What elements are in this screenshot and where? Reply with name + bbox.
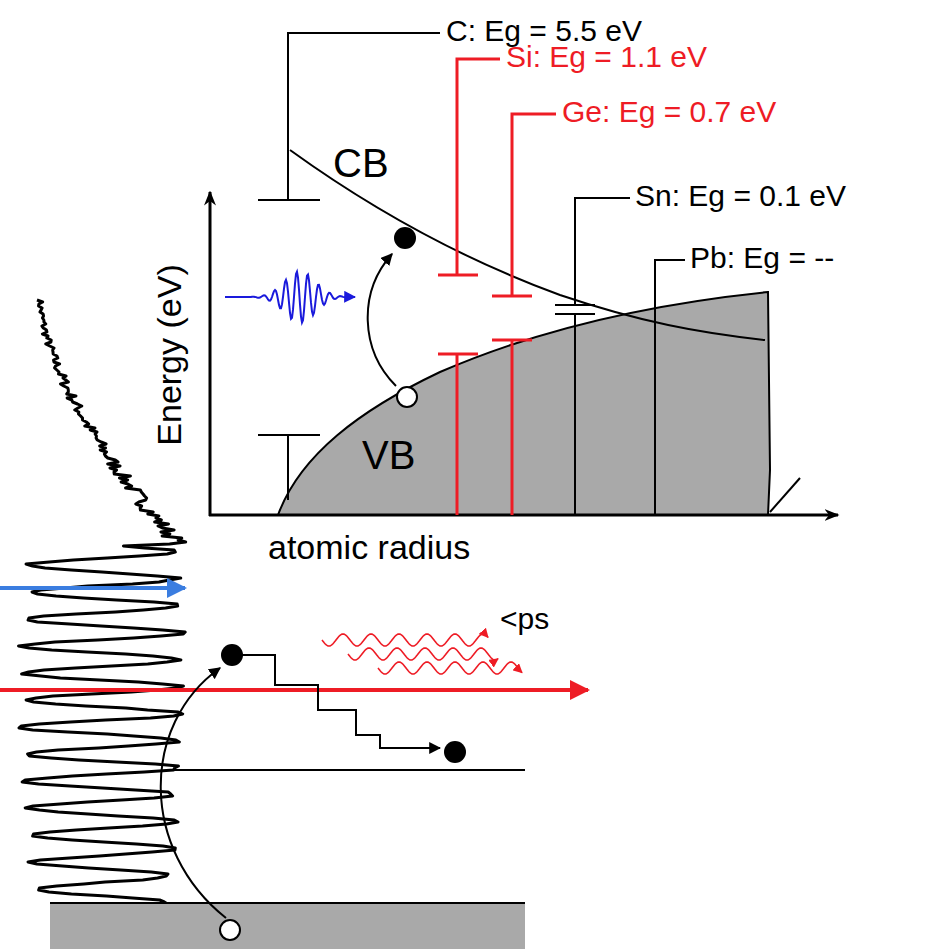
y-axis (209, 192, 212, 516)
tin-levels (555, 198, 630, 515)
phonon-emission (322, 634, 522, 674)
axis-break (770, 478, 800, 512)
band-label: VB (362, 432, 415, 478)
electron (444, 741, 466, 763)
electron (221, 644, 243, 666)
emission-wave (348, 648, 498, 660)
emission-wave (378, 662, 522, 674)
band-label: CB (333, 140, 389, 186)
valence-band-block (50, 903, 525, 949)
electron (394, 227, 416, 249)
axis-label: atomic radius (268, 528, 470, 567)
hole (220, 920, 240, 940)
silicon-levels (438, 59, 500, 515)
valence-band (278, 292, 770, 515)
excitation-arrow (161, 668, 226, 918)
germanium-levels (492, 114, 556, 515)
valence-band-edge (50, 902, 525, 904)
emission-wave (322, 634, 488, 646)
gap-arrow (0, 688, 588, 692)
element-label: Pb: Eg = -- (690, 241, 834, 276)
relaxation-steps (242, 655, 440, 748)
hole (397, 387, 417, 407)
carbon-levels (258, 33, 440, 500)
light-pulse (225, 272, 355, 323)
pump-arrow (0, 586, 185, 590)
time-label: <ps (500, 602, 549, 637)
lead-levels (655, 260, 685, 515)
axis-label: Energy (eV) (150, 264, 189, 445)
excitation-arrow (368, 254, 396, 386)
x-axis (209, 514, 838, 517)
element-label: Sn: Eg = 0.1 eV (635, 179, 846, 214)
conduction-band-edge (170, 769, 525, 771)
element-label: Ge: Eg = 0.7 eV (562, 95, 776, 130)
element-label: Si: Eg = 1.1 eV (506, 40, 707, 75)
